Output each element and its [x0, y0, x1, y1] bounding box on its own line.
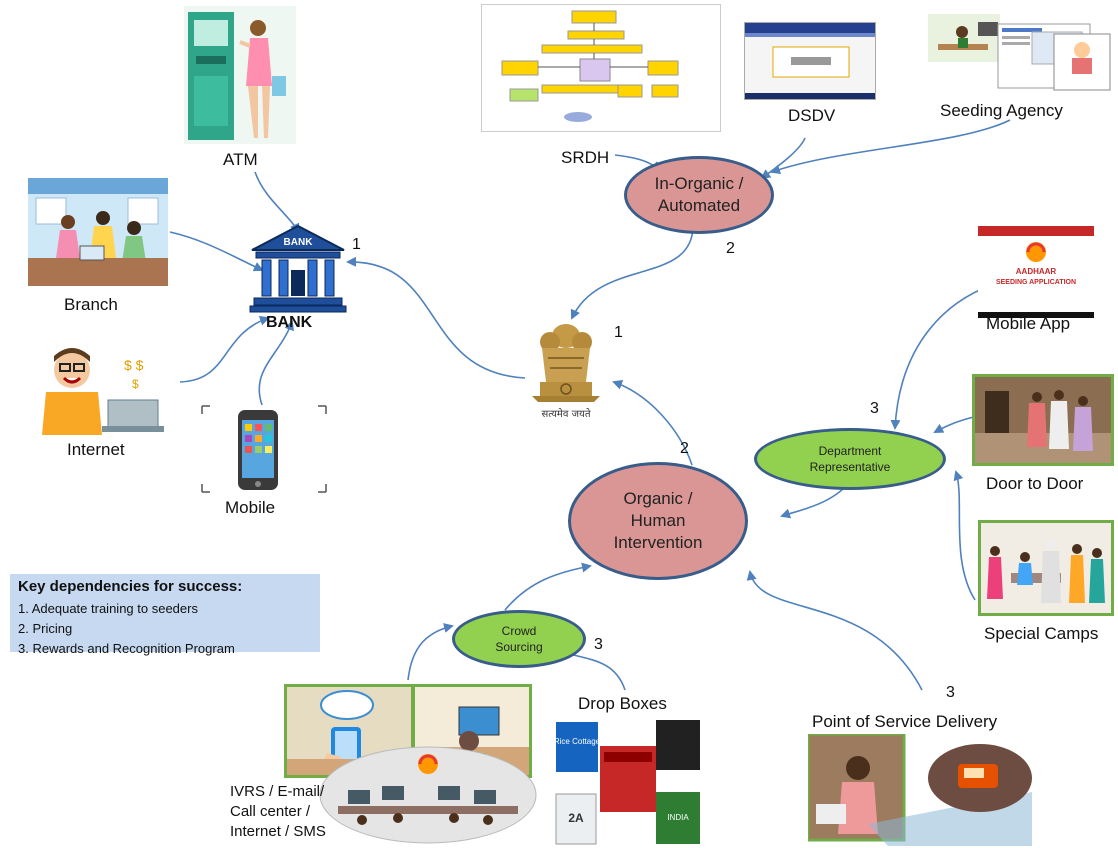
internet-image: $ $ $ — [28, 340, 168, 435]
key-item-1: 1. Adequate training to seeders — [18, 601, 198, 616]
arrow-internet-bank — [179, 315, 270, 383]
arrow-branch-bank — [169, 231, 264, 272]
arrow-dsdv-inorganic — [760, 137, 806, 180]
arrow-emblem-bank — [346, 256, 526, 379]
dropbox-text-2: 2A — [568, 811, 584, 825]
srdh-label: SRDH — [561, 148, 610, 167]
arrow-seeding-inorganic — [770, 119, 1011, 175]
crowd-line-2: Sourcing — [495, 640, 543, 654]
dsdv-screenshot-image — [744, 22, 876, 100]
app-brand-line-1: AADHAAR — [1016, 267, 1057, 276]
crowd-number: 3 — [594, 636, 603, 653]
pos-photo — [808, 734, 1032, 846]
organic-line-2: Human — [630, 511, 686, 530]
arrow-dropboxes-crowd — [560, 649, 626, 691]
bank-sign-text: BANK — [284, 237, 314, 248]
seeding-agency-label: Seeding Agency — [940, 101, 1063, 120]
mobile-label: Mobile — [225, 498, 276, 517]
arrow-ivrs-crowd — [407, 623, 454, 681]
ivrs-line-3: Internet / SMS — [230, 823, 326, 840]
department-representative-node: Department Representative — [754, 428, 946, 490]
drop-boxes-image: Rice Cottage 2A INDIA — [552, 716, 712, 846]
arrow-specialcamps-department — [953, 470, 976, 601]
inorganic-line-2: Automated — [657, 196, 741, 215]
door-to-door-label: Door to Door — [986, 474, 1084, 493]
inorganic-line-1: In-Organic / — [654, 174, 744, 193]
dsdv-label: DSDV — [788, 106, 836, 125]
internet-label: Internet — [67, 440, 125, 459]
organic-human-intervention-node: Organic / Human Intervention — [568, 462, 748, 580]
svg-text:$ $: $ $ — [124, 357, 144, 373]
key-dependencies-box: Key dependencies for success: 1. Adequat… — [10, 574, 320, 656]
door-to-door-photo — [972, 374, 1114, 466]
branch-image — [28, 178, 168, 286]
special-camps-label: Special Camps — [984, 624, 1099, 643]
crowd-line-1: Crowd — [501, 624, 537, 638]
branch-label: Branch — [64, 295, 118, 314]
drop-boxes-label: Drop Boxes — [578, 694, 667, 713]
ivrs-line-2: Call center / — [230, 803, 311, 820]
ivrs-line-1: IVRS / E-mail/ — [230, 783, 325, 800]
seeding-agency-image — [928, 14, 1114, 100]
atm-label: ATM — [223, 150, 258, 169]
department-line-2: Representative — [809, 460, 891, 474]
key-title: Key dependencies for success: — [18, 578, 243, 595]
app-brand-line-2: SEEDING APPLICATION — [996, 279, 1076, 286]
mobile-image — [200, 404, 328, 494]
pos-number: 3 — [946, 684, 955, 701]
pos-label: Point of Service Delivery — [812, 712, 998, 731]
organic-line-3: Intervention — [613, 533, 703, 552]
organic-line-1: Organic / — [623, 489, 693, 508]
crowd-sourcing-node: Crowd Sourcing — [452, 610, 586, 668]
dropbox-text-1: Rice Cottage — [554, 737, 601, 746]
inorganic-number: 2 — [726, 240, 735, 257]
dropbox-text-3: INDIA — [667, 813, 689, 822]
arrow-organic-emblem — [612, 380, 693, 466]
key-item-3: 3. Rewards and Recognition Program — [18, 641, 235, 656]
department-number: 3 — [870, 400, 879, 417]
svg-text:$: $ — [132, 377, 139, 391]
mobile-app-label: Mobile App — [986, 314, 1071, 333]
arrow-inorganic-emblem — [570, 227, 694, 320]
emblem-number: 1 — [614, 324, 623, 341]
ivrs-call-center-photo — [318, 746, 538, 844]
arrow-pos-organic — [746, 570, 923, 691]
national-emblem-icon: सत्यमेव जयते — [528, 318, 604, 424]
bank-icon: BANK — [246, 222, 350, 314]
bank-label: BANK — [266, 314, 313, 331]
arrow-mobileapp-department — [890, 284, 993, 430]
ivrs-label: IVRS / E-mail/ Call center / Internet / … — [230, 782, 326, 842]
special-camps-photo — [978, 520, 1114, 616]
atm-image — [184, 6, 296, 144]
department-line-1: Department — [818, 444, 882, 458]
key-item-2: 2. Pricing — [18, 621, 73, 636]
emblem-motto: सत्यमेव जयते — [541, 409, 591, 420]
arrow-mobile-bank — [258, 320, 294, 406]
arrow-crowd-organic — [504, 562, 592, 611]
mobile-app-screenshot-image: AADHAAR SEEDING APPLICATION — [978, 226, 1094, 318]
bank-number: 1 — [352, 236, 361, 253]
inorganic-automated-node: In-Organic / Automated — [624, 156, 774, 234]
srdh-diagram-image — [481, 4, 721, 132]
organic-number: 2 — [680, 440, 689, 457]
